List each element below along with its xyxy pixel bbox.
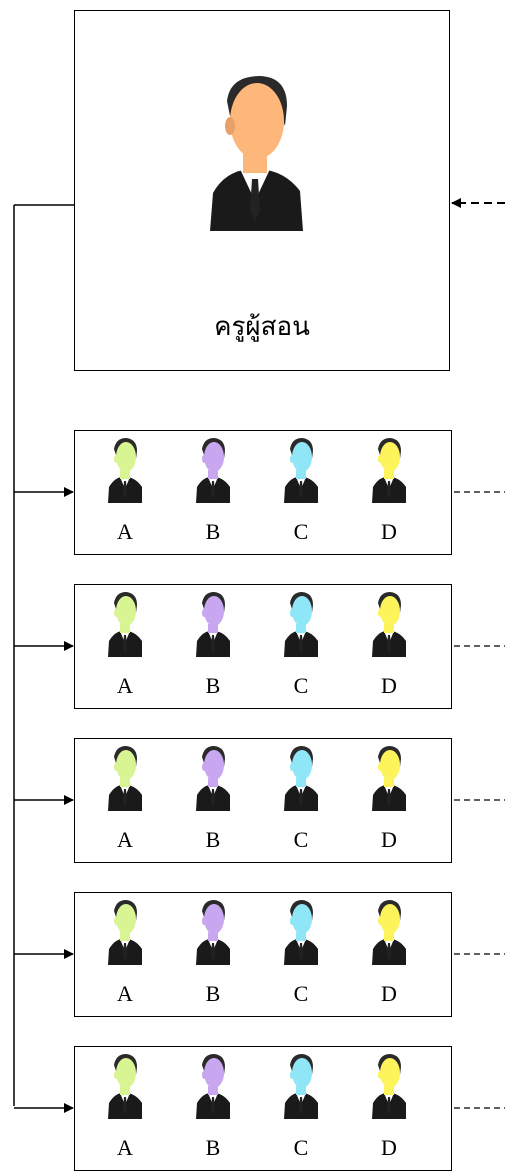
student-b: B bbox=[183, 899, 243, 1009]
student-label: A bbox=[117, 981, 133, 1006]
student-label: C bbox=[293, 1135, 309, 1160]
teacher-box: ครูผู้สอน bbox=[74, 10, 450, 371]
student-label: B bbox=[205, 981, 221, 1006]
student-d: D bbox=[359, 1053, 419, 1163]
student-a: A bbox=[95, 437, 155, 547]
student-d: D bbox=[359, 591, 419, 701]
student-label: C bbox=[293, 673, 309, 698]
student-label: C bbox=[293, 981, 309, 1006]
student-d: D bbox=[359, 745, 419, 855]
teacher-label: ครูผู้สอน bbox=[214, 312, 310, 342]
student-label: D bbox=[381, 981, 397, 1006]
student-label: A bbox=[117, 827, 133, 852]
student-c: C bbox=[271, 437, 331, 547]
student-b: B bbox=[183, 591, 243, 701]
student-a: A bbox=[95, 899, 155, 1009]
student-label: D bbox=[381, 827, 397, 852]
student-group-box: A B C D bbox=[74, 738, 452, 863]
student-label: B bbox=[205, 1135, 221, 1160]
student-a: A bbox=[95, 745, 155, 855]
student-d: D bbox=[359, 899, 419, 1009]
student-label: C bbox=[293, 827, 309, 852]
teacher-portrait-icon bbox=[210, 76, 303, 231]
student-c: C bbox=[271, 745, 331, 855]
student-label: D bbox=[381, 673, 397, 698]
student-d: D bbox=[359, 437, 419, 547]
student-label: B bbox=[205, 519, 221, 544]
student-c: C bbox=[271, 591, 331, 701]
student-c: C bbox=[271, 899, 331, 1009]
student-label: A bbox=[117, 673, 133, 698]
student-label: D bbox=[381, 519, 397, 544]
student-label: B bbox=[205, 827, 221, 852]
student-b: B bbox=[183, 745, 243, 855]
student-group-box: A B C D bbox=[74, 1046, 452, 1171]
student-group-box: A B C D bbox=[74, 892, 452, 1017]
student-a: A bbox=[95, 1053, 155, 1163]
student-a: A bbox=[95, 591, 155, 701]
student-label: D bbox=[381, 1135, 397, 1160]
student-b: B bbox=[183, 437, 243, 547]
student-label: A bbox=[117, 1135, 133, 1160]
student-group-box: A B C D bbox=[74, 430, 452, 555]
student-c: C bbox=[271, 1053, 331, 1163]
student-b: B bbox=[183, 1053, 243, 1163]
student-label: B bbox=[205, 673, 221, 698]
student-group-box: A B C D bbox=[74, 584, 452, 709]
student-label: C bbox=[293, 519, 309, 544]
student-label: A bbox=[117, 519, 133, 544]
